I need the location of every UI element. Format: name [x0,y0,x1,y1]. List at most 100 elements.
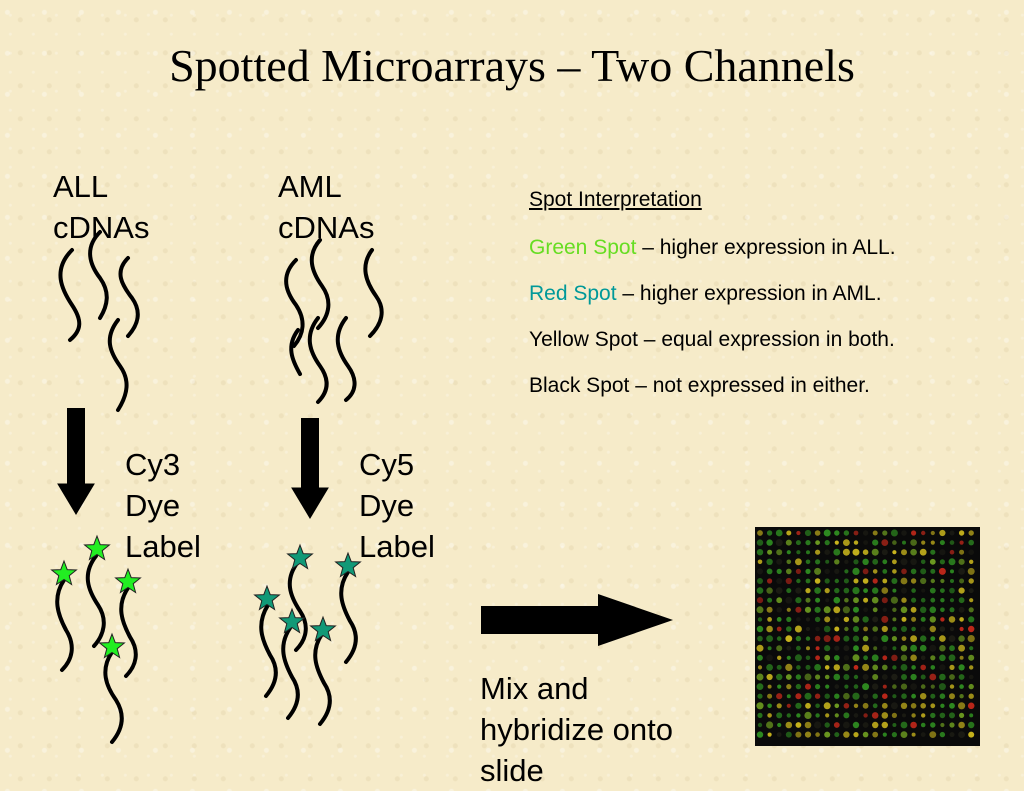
microarray-spot [862,558,869,565]
microarray-spot [862,578,869,584]
microarray-spot [863,655,868,661]
microarray-spot [921,540,926,545]
microarray-spot [911,693,916,699]
microarray-spot [901,693,907,699]
microarray-spot [958,587,965,594]
microarray-spot [823,606,831,614]
microarray-spot [890,529,898,537]
microarray-spot [815,549,821,555]
microarray-spot [901,597,907,603]
microarray-spot [795,606,802,613]
microarray-spot [959,694,964,699]
microarray-spot [871,548,879,556]
microarray-spot [920,732,926,737]
microarray-spot [843,530,850,536]
microarray-spot [862,616,869,623]
microarray-spot [843,703,850,709]
microarray-spot [959,655,964,660]
microarray-spot [795,587,802,594]
microarray-spot [795,722,802,728]
microarray-spot [862,568,869,575]
microarray-spot [920,635,927,642]
microarray-spot [833,664,840,671]
microarray-spot [776,626,782,632]
aml-cdna-strands [284,238,384,404]
microarray-spot [766,530,773,536]
microarray-spot [824,722,830,728]
microarray-spot [940,703,945,708]
microarray-spot [892,588,897,593]
microarray-spot [785,596,793,604]
microarray-spot [930,530,935,536]
microarray-spot [921,713,926,718]
microarray-spot [882,693,888,699]
cdna-strand [281,626,300,720]
microarray-spot [834,713,839,718]
microarray-spot [920,559,926,565]
microarray-spot [969,713,974,718]
microarray-spot [910,539,917,546]
microarray-spot [805,559,811,565]
microarray-spot [958,530,965,536]
microarray-spot [949,722,955,728]
microarray-spot [950,579,954,583]
green-spot-term: Green Spot [529,236,637,259]
microarray-spot [892,540,897,545]
microarray-spot [949,598,955,603]
microarray-spot [881,549,888,556]
microarray-spot [815,626,820,632]
microarray-spot [881,721,888,729]
microarray-spot [892,550,897,555]
microarray-spot [863,607,868,613]
microarray-spot [834,626,840,632]
microarray-spot [833,606,841,614]
microarray-spot [796,617,801,622]
microarray-spot [776,636,782,641]
microarray-spot [949,664,955,671]
microarray-spot [949,626,955,632]
microarray-spot [814,530,821,536]
microarray-spot [968,539,974,546]
cy5-line2: Dye [359,488,415,523]
microarray-spot [786,684,792,690]
microarray-spot [862,683,870,691]
microarray-spot [805,702,811,709]
cdna-strand [119,586,138,678]
microarray-spot [757,693,763,699]
microarray-spot [796,550,801,555]
dye-star-icon [286,543,314,570]
microarray-spot [786,655,791,660]
microarray-spot [921,588,926,593]
dye-star-icon [83,534,111,561]
microarray-spot [872,693,878,699]
microarray-spot [948,635,956,642]
microarray-spot [853,578,859,584]
microarray-spot [844,684,849,689]
microarray-spot [910,548,917,556]
microarray-spot [950,569,954,574]
microarray-spot [853,606,859,613]
microarray-spot [958,731,965,738]
microarray-spot [940,588,945,593]
microarray-spot [881,615,889,623]
microarray-spot [795,693,802,700]
microarray-spot [872,607,878,613]
microarray-spot [756,539,764,546]
microarray-spot [920,597,926,603]
microarray-spot [881,635,889,643]
microarray-spot [901,616,907,622]
microarray-spot [786,588,792,594]
microarray-spot [853,530,859,536]
microarray-spot [842,548,850,556]
microarray-spot [805,664,811,670]
microarray-spot [910,644,917,652]
microarray-spot [929,587,936,594]
microarray-spot [940,617,945,622]
microarray-spot [881,702,888,709]
all-label-line1: ALL [53,169,109,204]
microarray-spot [844,626,849,632]
microarray-spot [902,540,906,545]
microarray-spot [756,549,764,556]
microarray-spot [882,645,888,651]
microarray-spot [805,588,811,594]
